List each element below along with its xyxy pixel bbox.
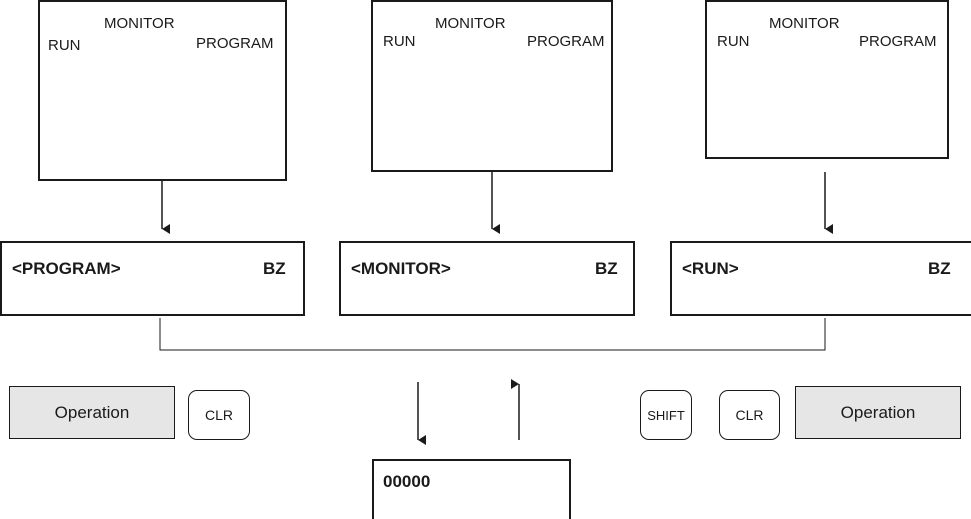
display-address: 00000 [372,459,571,519]
shift-key[interactable]: SHIFT [640,390,692,440]
display-mode-text: <PROGRAM> [12,259,121,278]
operation-button-left[interactable]: Operation [9,386,175,439]
display-program: <PROGRAM> BZ [0,241,305,316]
address-value: 00000 [383,472,431,491]
clr-key-left[interactable]: CLR [188,390,250,440]
bracket-connector [159,318,826,351]
switch-panel-monitor: RUN MONITOR PROGRAM [371,0,613,172]
switch-label-monitor: MONITOR [104,15,175,32]
switch-label-run: RUN [48,37,81,54]
switch-label-monitor: MONITOR [435,15,506,32]
switch-label-program: PROGRAM [527,33,605,50]
display-monitor: <MONITOR> BZ [339,241,635,316]
switch-label-run: RUN [383,33,416,50]
clr-key-right[interactable]: CLR [719,390,780,440]
display-mode-text: <MONITOR> [351,259,451,278]
operation-button-right[interactable]: Operation [795,386,961,439]
display-bz-text: BZ [928,259,951,278]
switch-panel-program: RUN MONITOR PROGRAM [38,0,287,181]
switch-panel-run: RUN MONITOR PROGRAM [705,0,949,159]
display-mode-text: <RUN> [682,259,739,278]
display-bz-text: BZ [595,259,618,278]
switch-label-program: PROGRAM [196,35,274,52]
switch-label-monitor: MONITOR [769,15,840,32]
display-run: <RUN> BZ [670,241,971,316]
display-bz-text: BZ [263,259,286,278]
switch-label-program: PROGRAM [859,33,937,50]
switch-label-run: RUN [717,33,750,50]
